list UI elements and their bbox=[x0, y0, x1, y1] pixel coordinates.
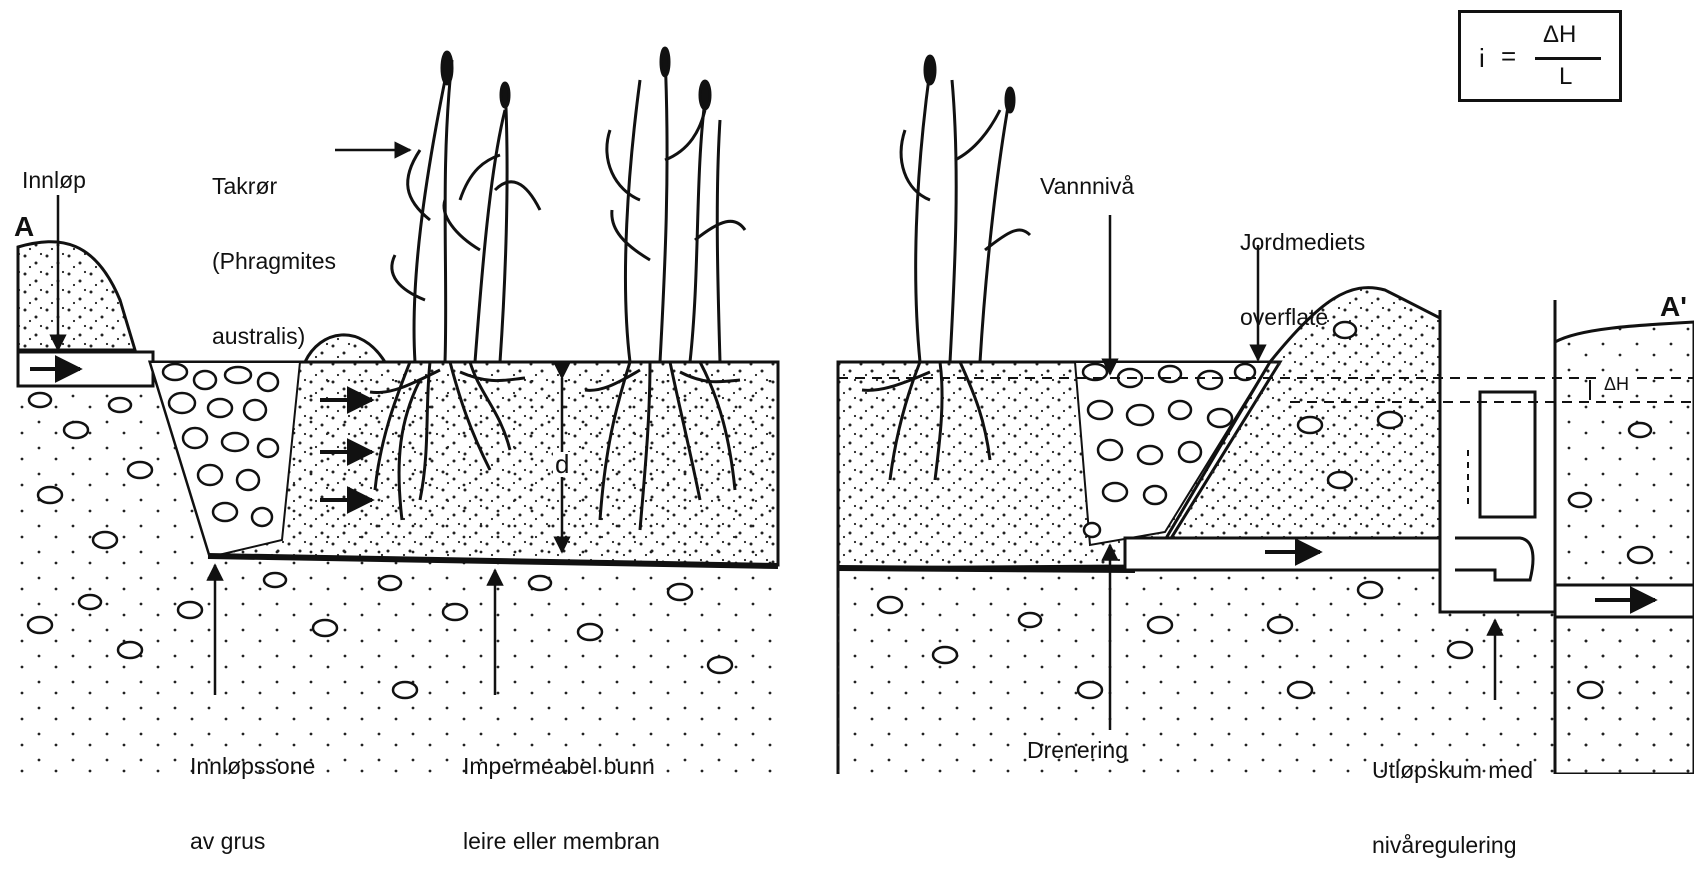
section-marker-a-prime: A' bbox=[1660, 292, 1687, 322]
constructed-wetland-diagram bbox=[0, 0, 1694, 774]
soil-surface-label: Jordmediets overflate bbox=[1240, 180, 1365, 355]
outlet-label: Utløpskum med nivåregulering bbox=[1372, 708, 1533, 883]
inlet-label: Innløp bbox=[22, 168, 86, 193]
inlet-zone-label: Innløpssone av grus bbox=[190, 704, 315, 879]
right-panel bbox=[838, 56, 1694, 774]
drainage-label: Drenering bbox=[1027, 738, 1128, 763]
soil-surface-line1: Jordmediets bbox=[1240, 230, 1365, 255]
inlet-zone-line2: av grus bbox=[190, 829, 315, 854]
bottom-line2: leire eller membran bbox=[463, 829, 660, 854]
reed-name: Takrør bbox=[212, 174, 336, 199]
reed-latin-line1: (Phragmites bbox=[212, 249, 336, 274]
reed-label: Takrør (Phragmites australis) bbox=[212, 124, 336, 374]
hydraulic-gradient-formula: i = ΔH L bbox=[1458, 10, 1622, 102]
left-panel bbox=[18, 242, 778, 774]
inlet-zone-line1: Innløpssone bbox=[190, 754, 315, 779]
impermeable-bottom-label: Impermeabel bunn leire eller membran bbox=[463, 704, 660, 879]
delta-h-label: ΔH bbox=[1602, 374, 1631, 394]
soil-surface-line2: overflate bbox=[1240, 305, 1365, 330]
formula-numerator: ΔH bbox=[1543, 21, 1576, 49]
formula-equals: = bbox=[1501, 41, 1516, 72]
formula-denominator: L bbox=[1559, 63, 1572, 91]
water-level-label: Vannnivå bbox=[1040, 174, 1134, 199]
formula-fraction-bar bbox=[1535, 57, 1601, 60]
reed-latin-line2: australis) bbox=[212, 324, 336, 349]
outlet-line2: nivåregulering bbox=[1372, 833, 1533, 858]
section-marker-a: A bbox=[14, 212, 34, 242]
depth-label: d bbox=[553, 452, 571, 477]
outlet-line1: Utløpskum med bbox=[1372, 758, 1533, 783]
formula-lhs: i bbox=[1479, 43, 1485, 74]
bottom-line1: Impermeabel bunn bbox=[463, 754, 660, 779]
